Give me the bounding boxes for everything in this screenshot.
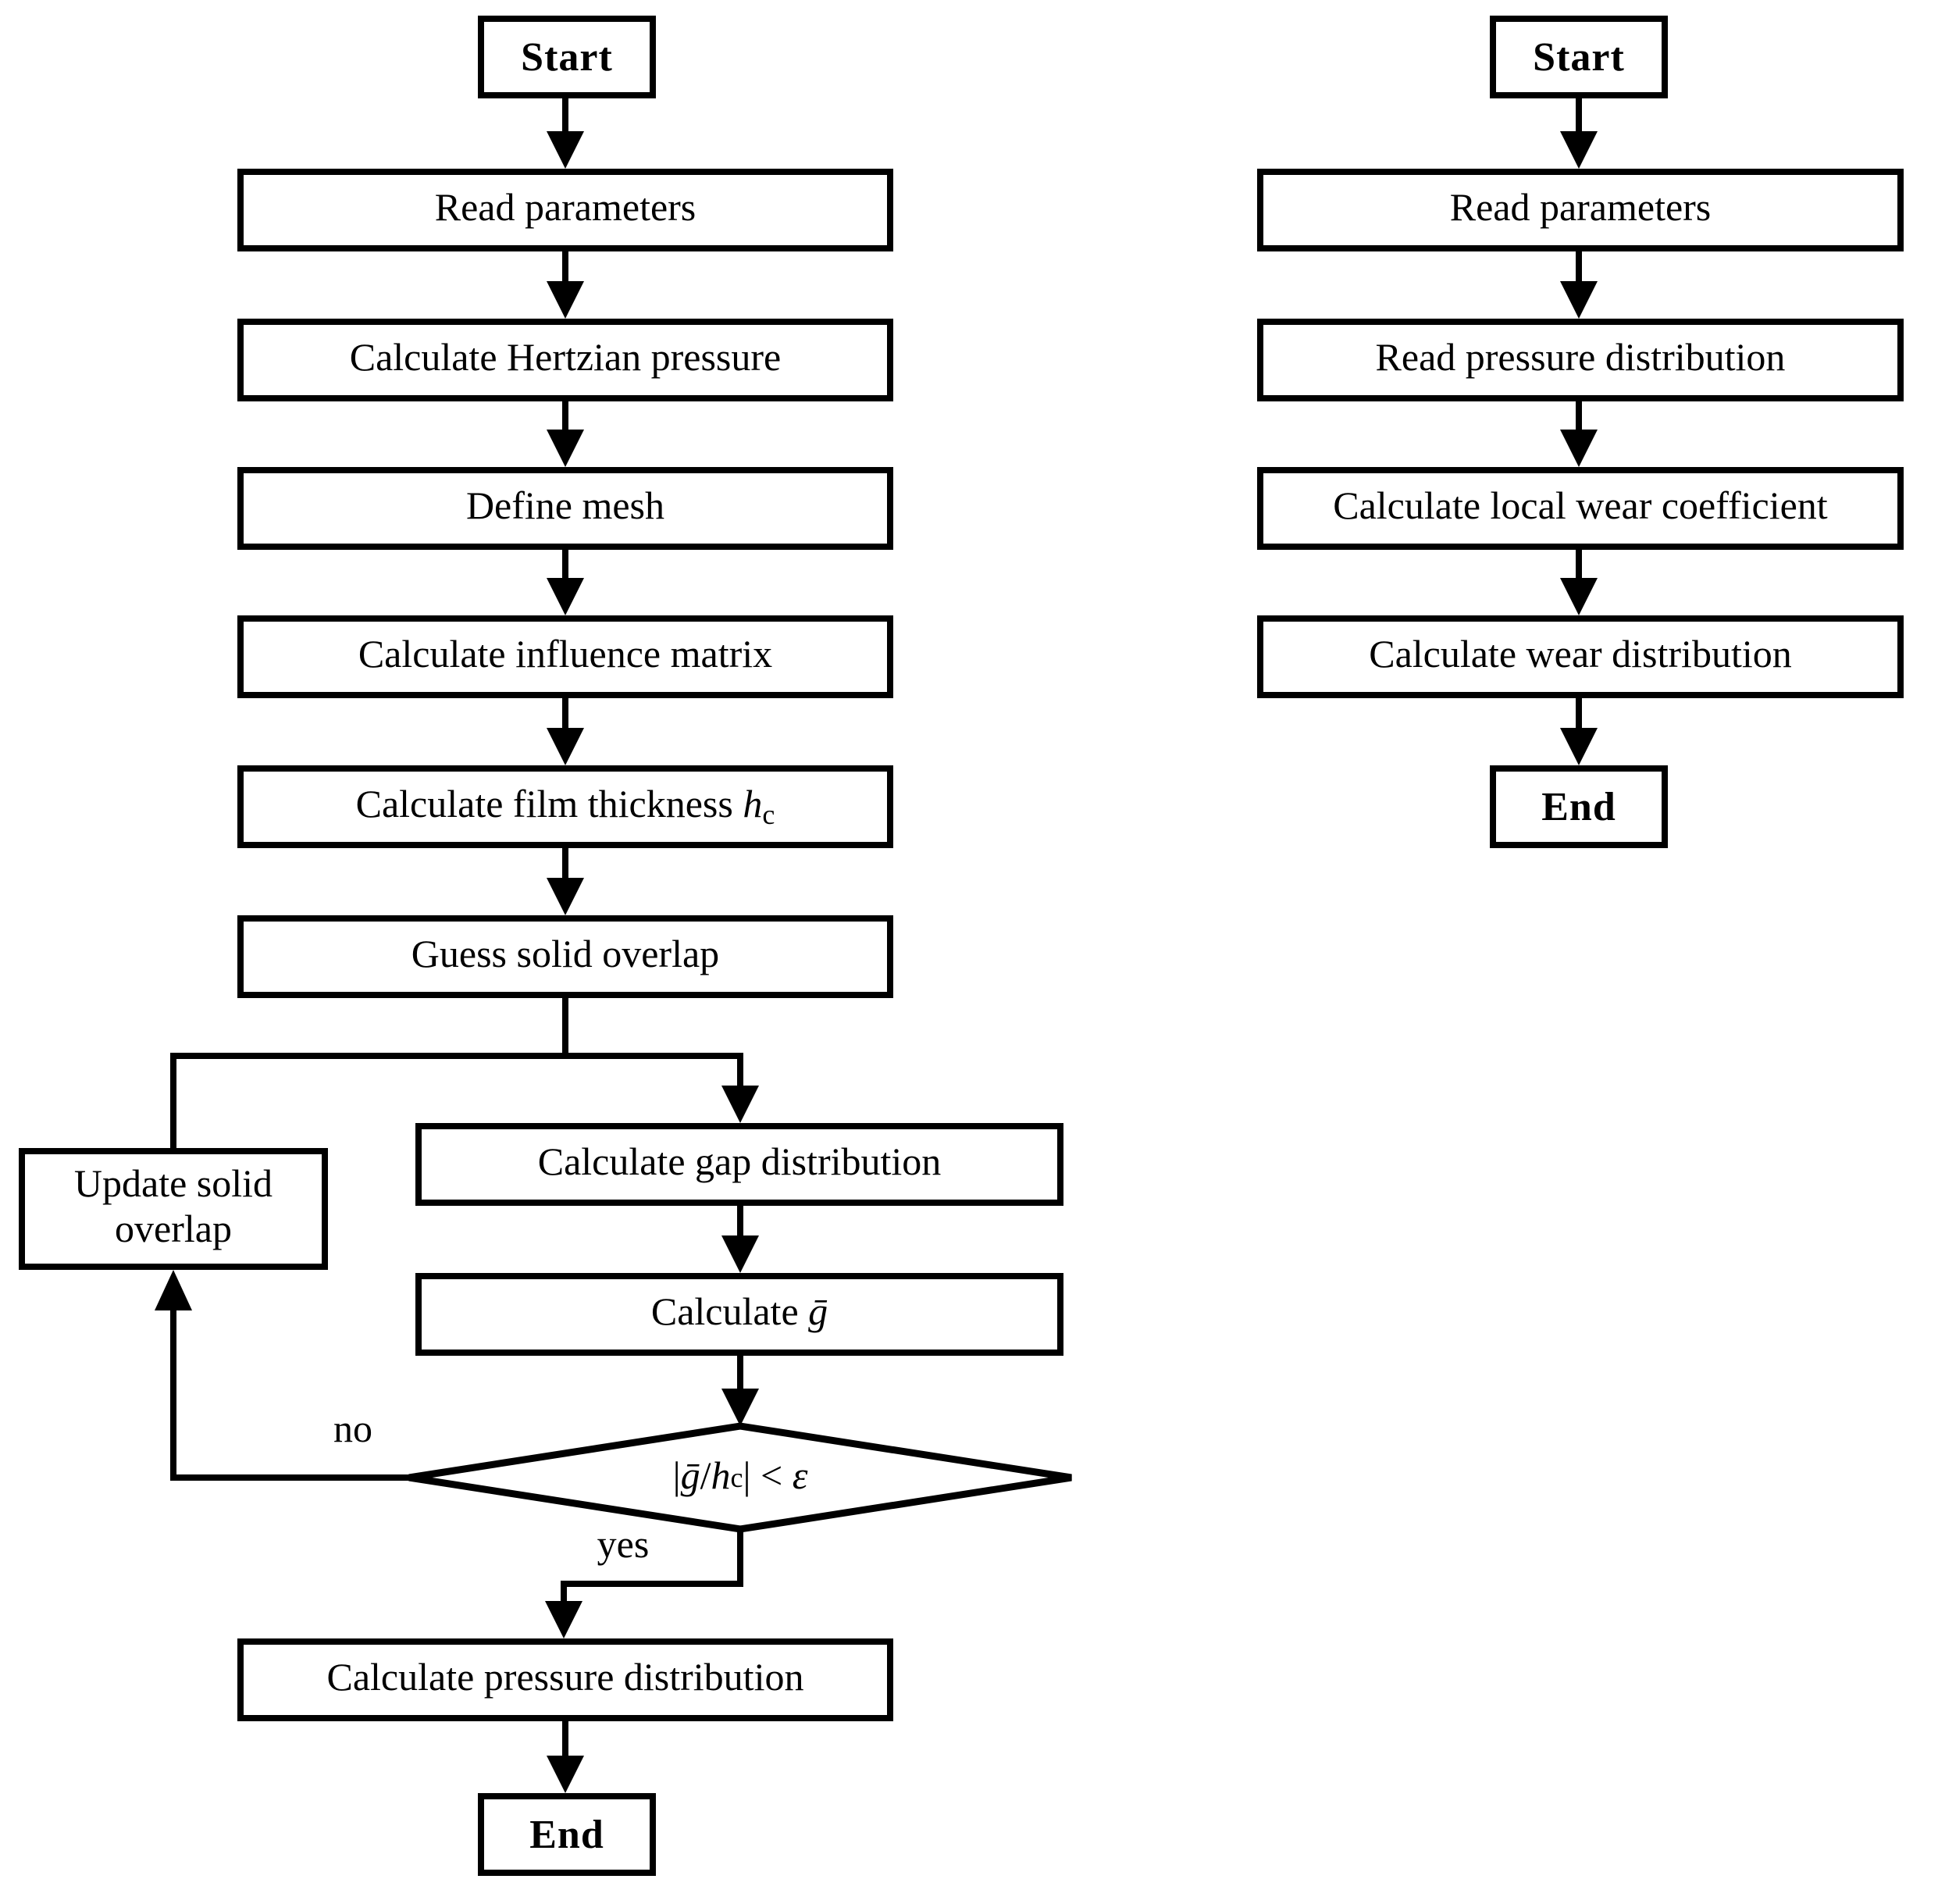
left-main-connectors	[547, 98, 584, 915]
process-read-parameters-right: Read parameters	[1257, 169, 1904, 251]
process-pressure-distribution: Calculate pressure distribution	[237, 1638, 893, 1721]
terminal-end-right-label: End	[1541, 783, 1616, 829]
film-thickness-variable: h	[743, 784, 763, 827]
process-read-parameters-left-label: Read parameters	[434, 187, 696, 230]
terminal-start-right-label: Start	[1533, 34, 1625, 80]
process-update-overlap-line1: Update solid	[73, 1164, 273, 1207]
decision-slash: /	[700, 1456, 711, 1498]
junction-connector	[170, 998, 759, 1148]
no-loop-connector	[155, 1270, 409, 1481]
decision-open-bar: |	[672, 1456, 681, 1498]
decision-epsilon: ε	[792, 1456, 808, 1498]
calc-gbar-variable: ḡ	[808, 1292, 828, 1335]
process-guess-overlap: Guess solid overlap	[237, 915, 893, 998]
terminal-start-left: Start	[478, 16, 656, 98]
process-hertzian-pressure-label: Calculate Hertzian pressure	[349, 337, 782, 380]
process-film-thickness: Calculate film thickness hc	[237, 765, 893, 848]
decision-diamond	[408, 1422, 1072, 1533]
process-read-parameters-left: Read parameters	[237, 169, 893, 251]
process-guess-overlap-label: Guess solid overlap	[411, 934, 720, 977]
process-pressure-distribution-label: Calculate pressure distribution	[326, 1657, 804, 1700]
process-wear-distribution: Calculate wear distribution	[1257, 615, 1904, 698]
terminal-start-left-label: Start	[521, 34, 613, 80]
process-define-mesh: Define mesh	[237, 467, 893, 550]
process-calc-gbar: Calculate ḡ	[415, 1273, 1063, 1356]
label-yes: yes	[597, 1524, 650, 1567]
process-gap-distribution: Calculate gap distribution	[415, 1123, 1063, 1206]
left-end-connector	[547, 1721, 584, 1793]
process-read-pressure-distribution-label: Read pressure distribution	[1375, 337, 1786, 380]
process-hertzian-pressure: Calculate Hertzian pressure	[237, 319, 893, 401]
process-gap-distribution-label: Calculate gap distribution	[537, 1142, 942, 1185]
process-define-mesh-label: Define mesh	[465, 486, 665, 529]
process-wear-distribution-label: Calculate wear distribution	[1369, 634, 1792, 677]
terminal-end-left-label: End	[529, 1811, 604, 1857]
terminal-end-left: End	[478, 1793, 656, 1876]
process-local-wear-coefficient: Calculate local wear coefficient	[1257, 467, 1904, 550]
label-no: no	[333, 1409, 372, 1451]
process-influence-matrix: Calculate influence matrix	[237, 615, 893, 698]
process-film-thickness-label: Calculate film thickness hc	[356, 784, 775, 829]
calc-gbar-text: Calculate	[650, 1292, 809, 1335]
film-thickness-subscript: c	[762, 799, 775, 831]
terminal-start-right: Start	[1490, 16, 1668, 98]
decision-close-bar-lt: | <	[743, 1456, 793, 1498]
yes-path-connector	[545, 1529, 743, 1638]
process-influence-matrix-label: Calculate influence matrix	[358, 634, 773, 677]
process-read-pressure-distribution: Read pressure distribution	[1257, 319, 1904, 401]
process-calc-gbar-label: Calculate ḡ	[651, 1292, 828, 1337]
film-thickness-text: Calculate film thickness	[355, 784, 743, 827]
terminal-end-right: End	[1490, 765, 1668, 848]
process-read-parameters-right-label: Read parameters	[1449, 187, 1712, 230]
decision-h: h	[711, 1456, 731, 1498]
process-update-overlap: Update solid overlap	[19, 1148, 328, 1270]
loop-column-connectors	[721, 1206, 759, 1426]
process-local-wear-coefficient-label: Calculate local wear coefficient	[1333, 486, 1828, 529]
process-update-overlap-line2: overlap	[115, 1209, 232, 1251]
right-connectors	[1560, 98, 1598, 765]
decision-gbar: ḡ	[680, 1456, 700, 1498]
